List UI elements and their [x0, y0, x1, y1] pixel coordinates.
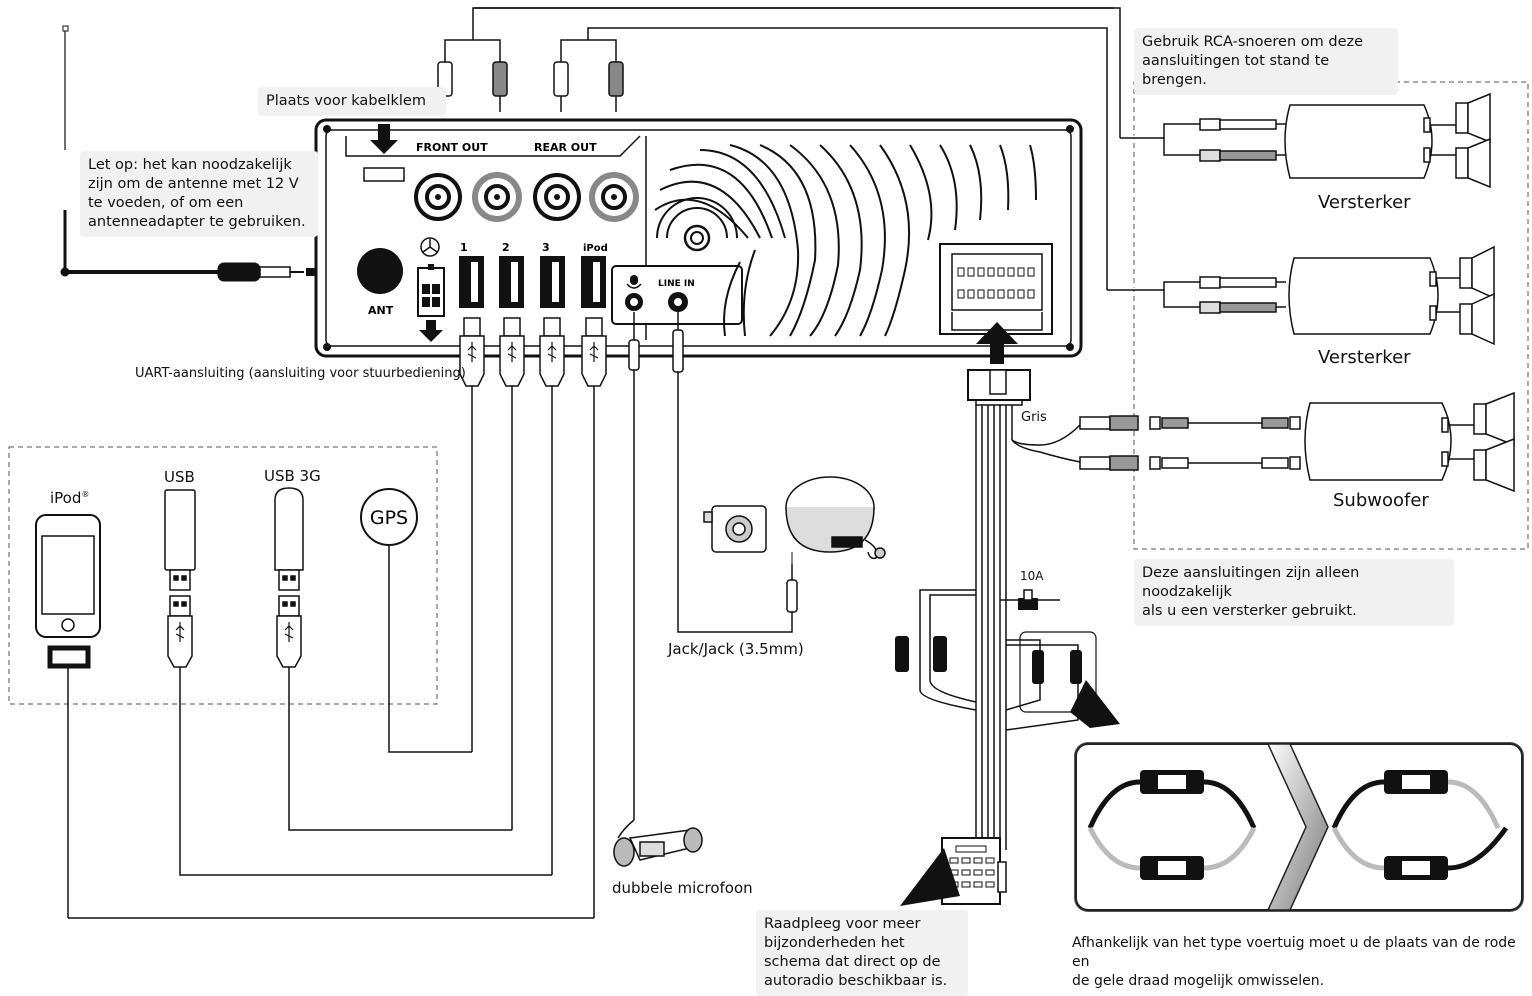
cable-clamp-text: Plaats voor kabelklem — [266, 93, 426, 109]
antenna-note: Let op: het kan noodzakelijk zijn om de … — [80, 151, 318, 237]
uart-label: UART-aansluiting (aansluiting voor stuur… — [135, 366, 466, 381]
ipod-device-label: iPod® — [50, 489, 89, 507]
wire-swap-detail — [1074, 742, 1524, 912]
consult-line-4: autoradio beschikbaar is. — [764, 973, 948, 989]
antenna-note-line-4: antenneadapter te gebruiken. — [88, 214, 306, 230]
amp-only-note: Deze aansluitingen zijn alleen noodzakel… — [1134, 559, 1454, 626]
usb3g-device-label: USB 3G — [264, 467, 321, 485]
ipod-device-text: iPod — [50, 489, 82, 507]
antenna — [60, 25, 304, 282]
subwoofer-label: Subwoofer — [1333, 490, 1429, 511]
gris-label: Gris — [1021, 410, 1047, 425]
iso-arrow-icon — [976, 322, 1018, 364]
gps-device — [360, 488, 472, 753]
ant-label: ANT — [368, 304, 394, 317]
ipod-reg-mark: ® — [81, 490, 90, 499]
usb-ports — [459, 256, 606, 308]
iso-plug — [941, 837, 1007, 905]
cable-clamp-note: Plaats voor kabelklem — [258, 87, 446, 116]
amplifier-dashed-box — [1133, 81, 1529, 550]
cable-clamp-arrow-icon — [370, 124, 398, 154]
amplifier-1 — [1120, 92, 1491, 189]
ipod-port-label: iPod — [583, 243, 608, 254]
antenna-note-line-2: zijn om de antenne met 12 V — [88, 176, 299, 192]
iso-plug-pointer — [900, 848, 960, 906]
amplifier-1-label: Versterker — [1318, 192, 1411, 213]
consult-line-1: Raadpleeg voor meer — [764, 916, 921, 932]
swap-pointer — [1070, 680, 1120, 728]
amplifier-2 — [1107, 245, 1495, 346]
rca-note: Gebruik RCA-snoeren om deze aansluitinge… — [1134, 28, 1398, 95]
antenna-note-line-1: Let op: het kan noodzakelijk — [88, 157, 292, 173]
rear-out-label: REAR OUT — [534, 141, 597, 154]
consult-note: Raadpleeg voor meer bijzonderheden het s… — [756, 910, 968, 996]
usb-plug-symbols — [467, 342, 599, 362]
amplifier-2-label: Versterker — [1318, 347, 1411, 368]
fuse-label: 10A — [1020, 569, 1044, 583]
jack-cables — [628, 312, 798, 820]
swap-note: Afhankelijk van het type voertuig moet u… — [1072, 934, 1530, 991]
front-out-label: FRONT OUT — [416, 141, 488, 154]
usb3-label: 3 — [542, 241, 550, 254]
usb-device-label: USB — [164, 468, 195, 486]
amp-only-line-1: Deze aansluitingen zijn alleen noodzakel… — [1142, 565, 1360, 600]
usb-stick-device — [164, 489, 552, 876]
cd-player-device — [785, 476, 886, 560]
iso-socket — [939, 243, 1053, 335]
consult-line-2: bijzonderheden het — [764, 935, 905, 951]
usb2-label: 2 — [502, 241, 510, 254]
consult-line-3: schema dat direct op de — [764, 954, 941, 970]
swap-note-line-2: de gele draad mogelijk omwisselen. — [1072, 973, 1325, 989]
rear-rca-cables — [553, 27, 1108, 290]
usb-3g-device — [274, 487, 512, 831]
swap-note-line-1: Afhankelijk van het type voertuig moet u… — [1072, 935, 1516, 970]
mp3-player-device — [703, 505, 767, 553]
microphone-device — [613, 819, 703, 867]
iso-pins — [957, 267, 1035, 299]
rca-note-line-1: Gebruik RCA-snoeren om deze — [1142, 34, 1364, 50]
line-in-box — [611, 265, 743, 325]
rca-note-line-2: aansluitingen tot stand te brengen. — [1142, 53, 1330, 88]
mic-label: dubbele microfoon — [612, 879, 753, 897]
gps-label: GPS — [370, 507, 408, 529]
amp-only-line-2: als u een versterker gebruikt. — [1142, 603, 1357, 619]
antenna-note-line-3: te voeden, of om een — [88, 195, 244, 211]
usb1-label: 1 — [460, 241, 468, 254]
usb-plugs — [459, 317, 607, 918]
subwoofer-amplifier — [1079, 391, 1515, 493]
uart-connector — [417, 237, 445, 317]
fuse-holder — [1018, 589, 1038, 610]
line-in-label: LINE IN — [658, 279, 695, 289]
jack-label: Jack/Jack (3.5mm) — [668, 640, 804, 658]
ant-socket — [357, 248, 403, 294]
iso-harness — [919, 369, 1081, 891]
ipod-device — [35, 514, 594, 919]
harness-inline-connectors — [895, 636, 1082, 684]
uart-arrow-icon — [419, 320, 443, 342]
swap-detail-box — [1019, 631, 1097, 713]
heatsink-fins — [654, 144, 1037, 337]
rca-jacks — [414, 172, 639, 222]
